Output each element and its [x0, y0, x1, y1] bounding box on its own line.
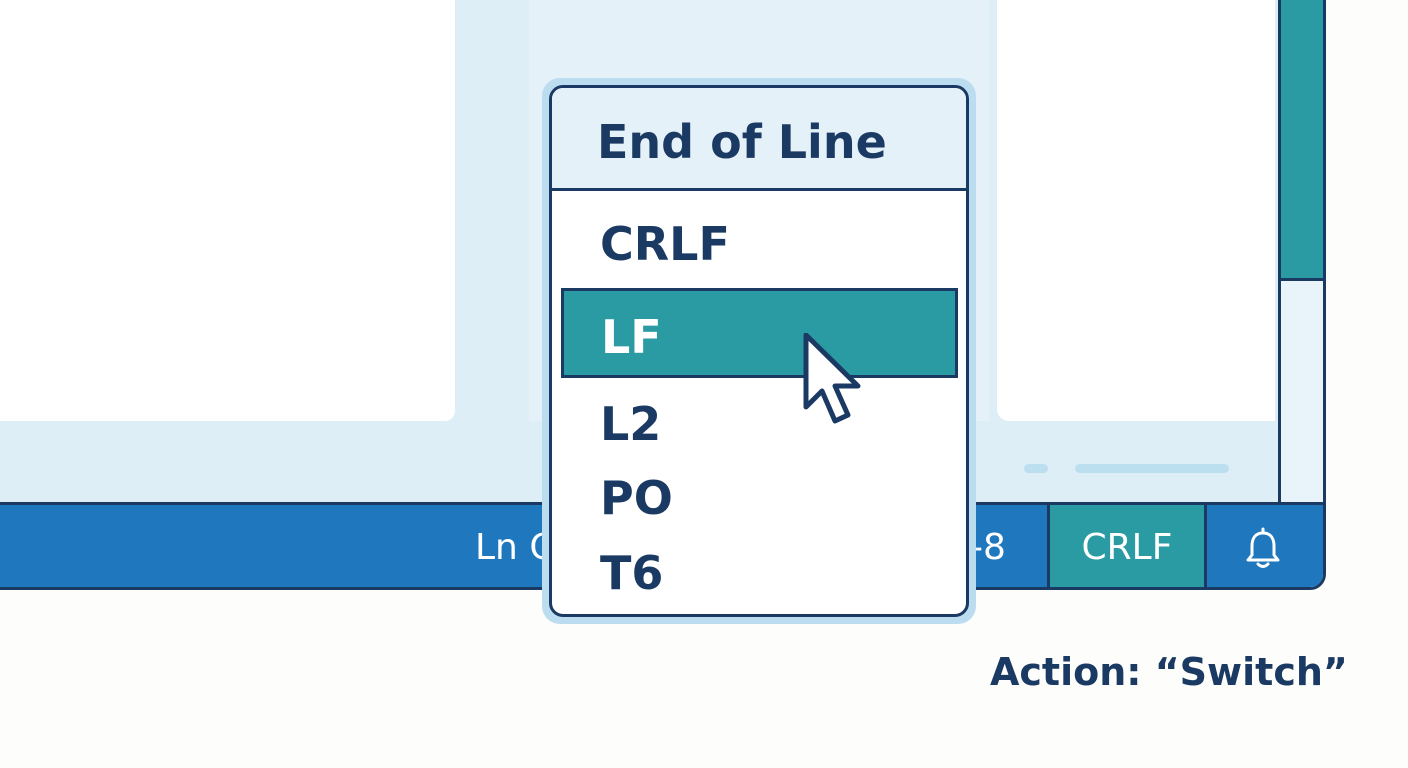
status-line-column[interactable]: Ln C	[475, 527, 555, 568]
dropdown-title: End of Line	[552, 88, 966, 191]
menu-item-lf[interactable]: LF	[561, 288, 958, 378]
editor-pane-right[interactable]	[997, 0, 1275, 421]
editor-pane-left[interactable]	[0, 0, 455, 421]
notifications-button[interactable]	[1213, 505, 1313, 587]
action-caption: Action: “Switch”	[990, 650, 1348, 694]
eol-dropdown-menu: End of Line CRLF LF L2 PO T6	[549, 85, 969, 617]
menu-item-po[interactable]: PO	[600, 471, 673, 525]
bell-icon	[1243, 527, 1283, 568]
mouse-pointer-icon	[802, 332, 866, 429]
vertical-scrollbar[interactable]	[1278, 0, 1323, 505]
horizontal-scroll-thumb[interactable]	[1075, 464, 1229, 473]
menu-item-crlf[interactable]: CRLF	[600, 217, 730, 271]
menu-item-l2[interactable]: L2	[600, 397, 662, 451]
status-encoding[interactable]: -8	[970, 527, 1006, 568]
status-eol-button[interactable]: CRLF	[1047, 505, 1207, 587]
menu-item-t6[interactable]: T6	[600, 546, 664, 600]
vertical-scroll-thumb[interactable]	[1281, 0, 1323, 281]
horizontal-scroll-thumb-small[interactable]	[1024, 464, 1048, 473]
